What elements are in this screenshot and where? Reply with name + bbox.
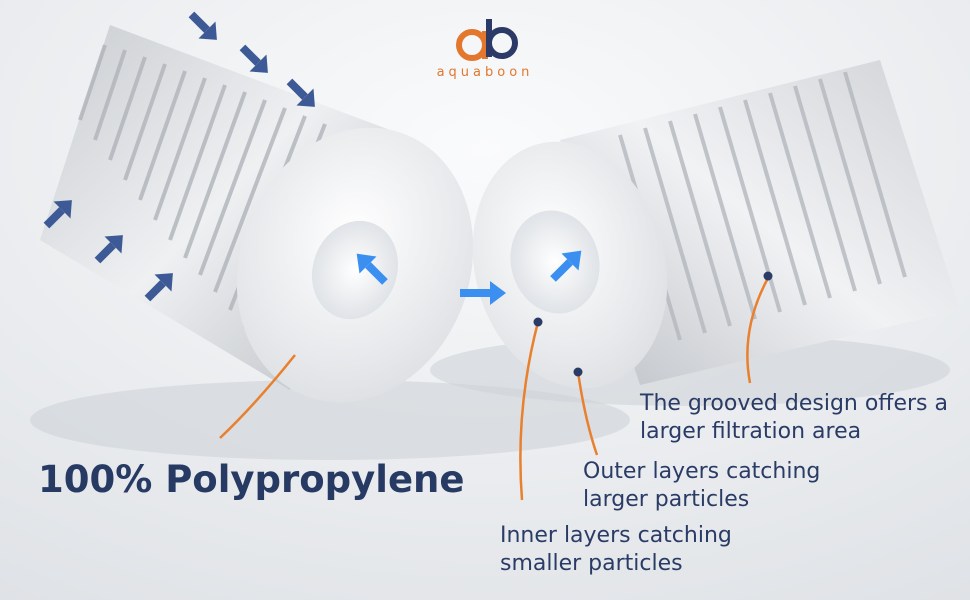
flow-arrows [356, 250, 582, 305]
brand-mark-icon [456, 19, 518, 61]
brand-logo: aquaboon [420, 15, 550, 80]
inflow-arrows [43, 11, 315, 302]
leader-lines [219, 277, 770, 501]
material-headline: 100% Polypropylene [38, 458, 465, 501]
annotation-inner-layers: Inner layers catching smaller particles [500, 523, 732, 576]
annotation-grooved-design: The grooved design offers a larger filtr… [640, 391, 948, 444]
annotation-outer-layers: Outer layers catching larger particles [583, 459, 821, 512]
leader-dots [533, 271, 773, 377]
brand-name: aquaboon [436, 65, 534, 80]
left-cartridge [40, 25, 474, 403]
